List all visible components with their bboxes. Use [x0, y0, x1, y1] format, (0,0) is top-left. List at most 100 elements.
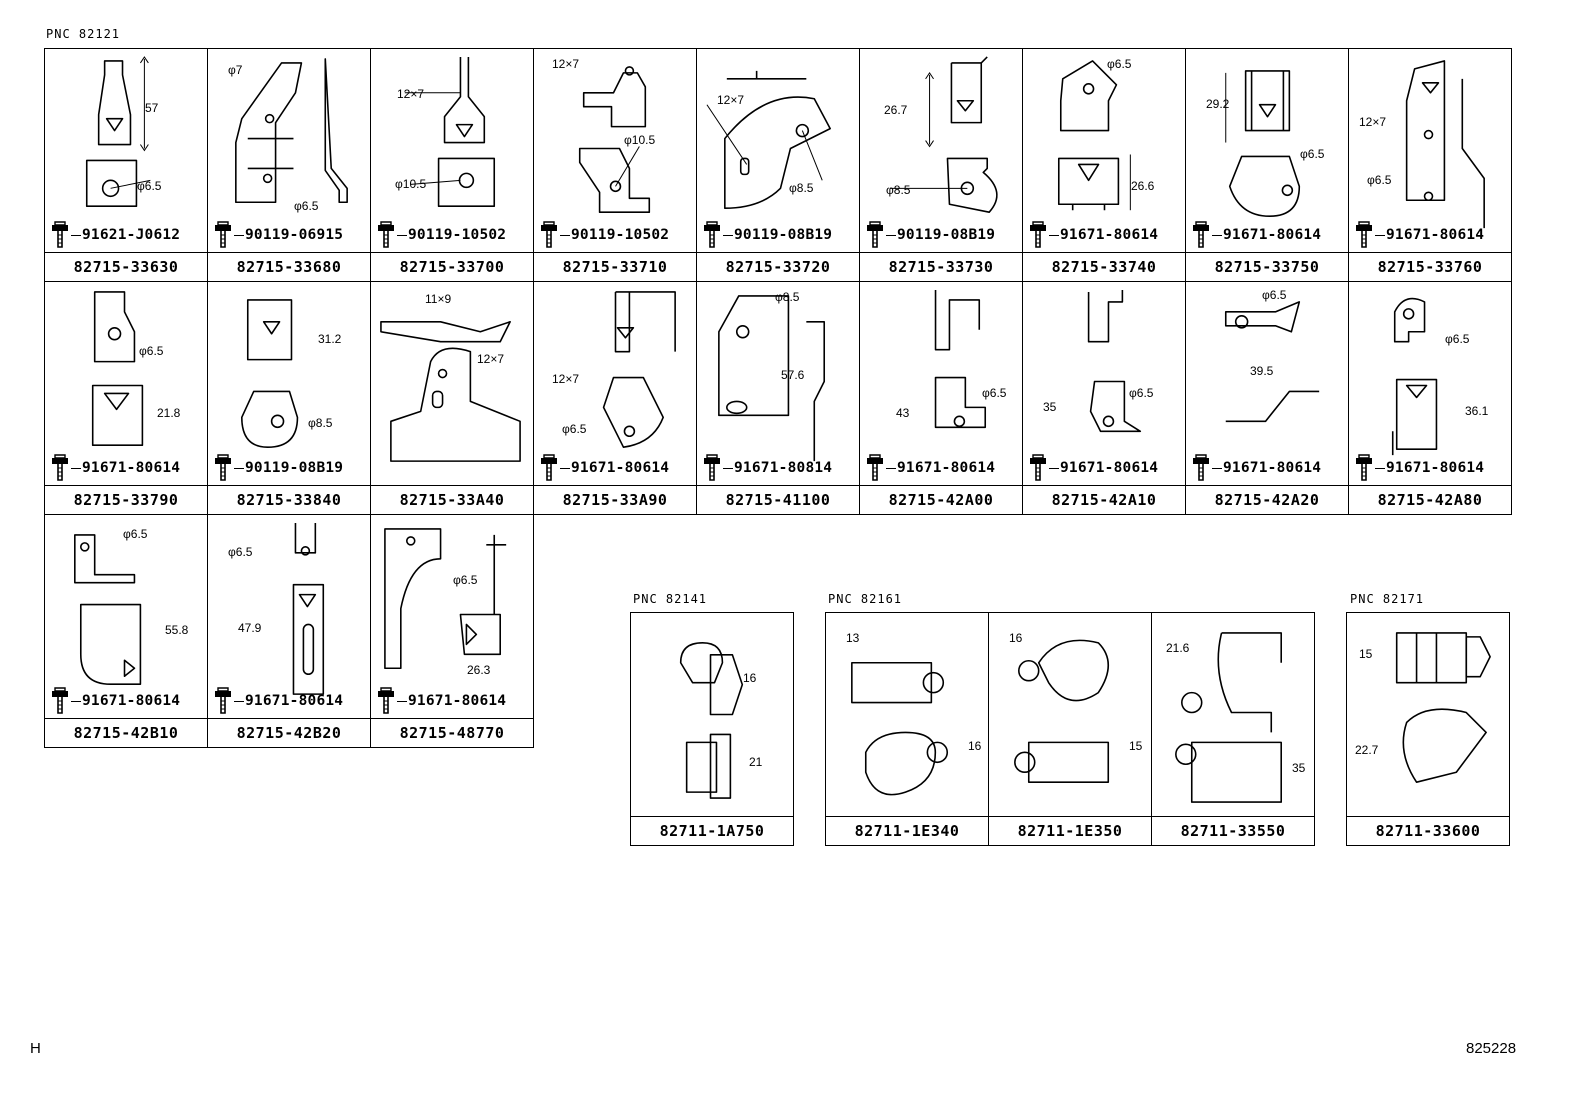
part-number: 82715-33680 — [208, 252, 370, 281]
part-drawing — [860, 282, 1022, 486]
pnc-label: PNC 82121 — [46, 27, 121, 41]
part-number: 82715-33A40 — [371, 485, 533, 514]
bolt-callout: 91621-J0612 — [49, 221, 180, 249]
bolt-icon — [701, 454, 723, 482]
bolt-icon — [212, 221, 234, 249]
part-drawing — [697, 49, 859, 253]
dimension-label: φ6.5 — [139, 344, 164, 358]
part-number: 82715-33700 — [371, 252, 533, 281]
dimension-label: φ6.5 — [1262, 288, 1287, 302]
dimension-label: φ6.5 — [982, 386, 1007, 400]
dimension-label: φ6.5 — [1300, 147, 1325, 161]
bolt-callout: 91671-80614 — [375, 687, 506, 715]
part-number: 82711-33550 — [1152, 816, 1314, 845]
dimension-label: 36.1 — [1465, 404, 1489, 418]
part-drawing — [826, 613, 988, 817]
part-drawing — [1186, 49, 1348, 253]
dimension-label: φ6.5 — [294, 199, 319, 213]
dimension-label: 13 — [846, 631, 860, 645]
dimension-label: φ6.5 — [1129, 386, 1154, 400]
bolt-icon — [1190, 221, 1212, 249]
part-drawing — [45, 49, 207, 253]
bolt-callout: 91671-80614 — [864, 454, 995, 482]
bolt-part-number: 91671-80614 — [1060, 460, 1159, 476]
part-number: 82715-41100 — [697, 485, 859, 514]
part-number: 82715-33740 — [1023, 252, 1185, 281]
illustration-number: 825228 — [1466, 1040, 1517, 1057]
part-number: 82715-42A80 — [1349, 485, 1511, 514]
part-number: 82711-1E350 — [989, 816, 1151, 845]
dimension-label: 12×7 — [477, 352, 505, 366]
dimension-label: φ8.5 — [775, 290, 800, 304]
part-drawing — [45, 282, 207, 486]
bolt-icon — [1353, 221, 1375, 249]
part-drawing — [1349, 282, 1511, 486]
part-cell[interactable]: 12×7 φ10.5 90119-10502 82715-33700 — [371, 49, 534, 282]
bolt-icon — [538, 221, 560, 249]
bolt-icon — [212, 687, 234, 715]
bolt-icon — [1027, 454, 1049, 482]
part-number: 82715-33A90 — [534, 485, 696, 514]
dimension-label: φ6.5 — [123, 527, 148, 541]
bolt-icon — [49, 454, 71, 482]
bolt-callout: 91671-80614 — [1353, 221, 1484, 249]
part-cell[interactable]: 12×7 φ6.5 91671-80614 82715-33760 — [1349, 49, 1512, 282]
bolt-callout: 91671-80614 — [1190, 221, 1321, 249]
bolt-part-number: 90119-08B19 — [897, 227, 996, 243]
bolt-icon — [864, 221, 886, 249]
bolt-part-number: 91671-80614 — [571, 460, 670, 476]
dimension-label: φ10.5 — [395, 177, 427, 191]
part-drawing — [1349, 49, 1511, 253]
dimension-label: 35 — [1292, 761, 1306, 775]
part-number: 82715-33760 — [1349, 252, 1511, 281]
dimension-label: 16 — [968, 739, 982, 753]
leader-line — [1049, 467, 1059, 469]
part-drawing — [208, 515, 370, 719]
dimension-label: 12×7 — [1359, 115, 1387, 129]
bolt-part-number: 91671-80614 — [245, 693, 344, 709]
dimension-label: 12×7 — [552, 57, 580, 71]
bolt-callout: 91671-80614 — [538, 454, 669, 482]
dimension-label: 16 — [1009, 631, 1023, 645]
dimension-label: φ6.5 — [1367, 173, 1392, 187]
bolt-callout: 91671-80614 — [1027, 221, 1158, 249]
part-drawing — [697, 282, 859, 486]
bolt-part-number: 90119-10502 — [408, 227, 507, 243]
bolt-icon — [375, 221, 397, 249]
part-drawing — [1152, 613, 1314, 817]
part-number: 82715-42B20 — [208, 718, 370, 747]
part-drawing — [989, 613, 1151, 817]
part-number: 82715-33720 — [697, 252, 859, 281]
dimension-label: φ6.5 — [1445, 332, 1470, 346]
part-number: 82715-33750 — [1186, 252, 1348, 281]
part-number: 82711-33600 — [1347, 816, 1509, 845]
part-drawing — [631, 613, 793, 817]
dimension-label: 12×7 — [397, 87, 425, 101]
bolt-callout: 91671-80614 — [49, 687, 180, 715]
